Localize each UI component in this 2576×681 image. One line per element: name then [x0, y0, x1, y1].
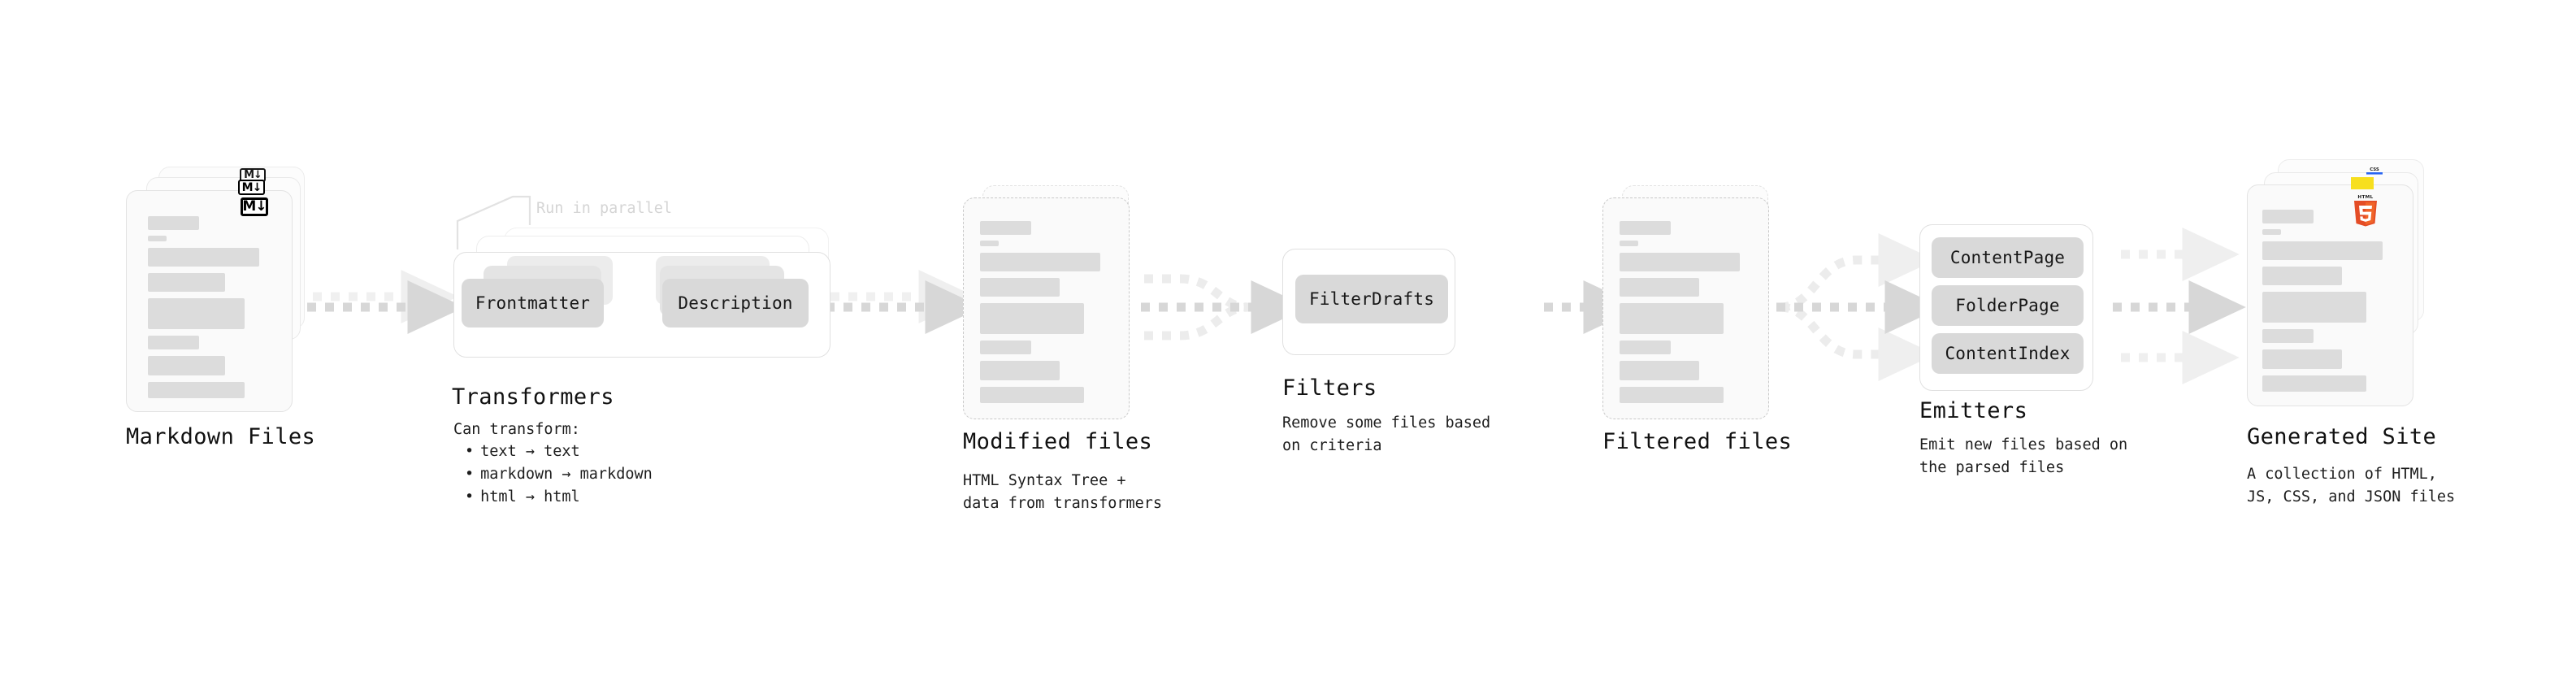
filters-box: FilterDrafts: [1282, 249, 1455, 355]
skeleton-bar: [2262, 375, 2366, 392]
skeleton-bar: [1620, 303, 1724, 334]
generated-site-stack: CSS HTML: [2247, 159, 2450, 427]
markdown-badge-mid: M↓: [238, 180, 265, 195]
arrow-markdown-to-transformers: [307, 270, 465, 334]
skeleton-bar: [2262, 292, 2366, 323]
skeleton-bar: [980, 278, 1060, 297]
svg-text:CSS: CSS: [2370, 167, 2379, 172]
filtered-files-stack: [1602, 185, 1789, 429]
skeleton-bar: [148, 236, 167, 241]
svg-text:HTML: HTML: [2357, 195, 2373, 200]
generated-site-subtitle: A collection of HTML, JS, CSS, and JSON …: [2247, 466, 2456, 506]
skeleton-bar: [2262, 267, 2342, 285]
skeleton-bar: [980, 241, 999, 246]
skeleton-bar: [1620, 387, 1724, 403]
filtered-files-title: Filtered files: [1602, 429, 1793, 454]
filters-subtitle: Remove some files based on criteria: [1282, 414, 1491, 455]
description-pill[interactable]: Description: [662, 279, 809, 327]
transformers-title: Transformers: [452, 384, 614, 410]
js-badge: [2351, 177, 2374, 189]
modified-files-stack: [963, 185, 1150, 429]
skeleton-bar: [148, 356, 225, 375]
filtered-card-front: [1602, 197, 1769, 419]
skeleton-bar: [1620, 340, 1671, 354]
css-badge: CSS: [2366, 163, 2383, 175]
skeleton-bar: [2262, 349, 2342, 369]
list-item: html → html: [465, 486, 653, 509]
contentpage-pill[interactable]: ContentPage: [1932, 237, 2084, 278]
skeleton-bar: [980, 303, 1084, 334]
emitters-title: Emitters: [1919, 398, 2028, 423]
html5-badge-icon: HTML: [2354, 195, 2377, 227]
emitters-box: ContentPage FolderPage ContentIndex: [1919, 224, 2093, 391]
skeleton-bar: [980, 361, 1060, 380]
list-item: markdown → markdown: [465, 463, 653, 486]
css-badge-icon: CSS: [2366, 167, 2383, 175]
skeleton-bar: [148, 216, 199, 230]
skeleton-bar: [148, 382, 245, 398]
html5-badge: HTML: [2351, 193, 2380, 227]
skeleton-bar: [980, 387, 1084, 403]
folderpage-pill[interactable]: FolderPage: [1932, 285, 2084, 326]
markdown-card-front: [126, 190, 293, 412]
filterdrafts-pill[interactable]: FilterDrafts: [1295, 275, 1448, 323]
transformers-transform-list: text → text markdown → markdown html → h…: [465, 440, 653, 509]
skeleton-bar: [148, 298, 245, 329]
modified-files-subtitle: HTML Syntax Tree + data from transformer…: [963, 472, 1163, 513]
modified-files-title: Modified files: [963, 429, 1153, 454]
markdown-files-title: Markdown Files: [126, 424, 316, 449]
transformers-group: Frontmatter Frontmatter Frontmatter Desc…: [439, 203, 845, 366]
filters-title: Filters: [1282, 375, 1377, 401]
skeleton-bar: [1620, 278, 1699, 297]
skeleton-bar: [2262, 210, 2314, 223]
skeleton-bar: [1620, 361, 1699, 380]
arrow-filtered-to-emitters: [1776, 233, 1942, 381]
skeleton-bar: [148, 273, 225, 292]
skeleton-bar: [980, 221, 1031, 235]
skeleton-bar: [1620, 253, 1740, 271]
skeleton-bar: [2262, 329, 2314, 343]
skeleton-bar: [148, 248, 259, 267]
frontmatter-pill[interactable]: Frontmatter: [462, 279, 604, 327]
generated-site-title: Generated Site: [2247, 424, 2437, 449]
skeleton-bar: [980, 253, 1100, 271]
contentindex-pill[interactable]: ContentIndex: [1932, 333, 2084, 374]
skeleton-bar: [980, 340, 1031, 354]
skeleton-bar: [148, 336, 199, 349]
markdown-files-stack: M↓ M↓ M↓: [126, 167, 313, 427]
emitters-subtitle: Emit new files based on the parsed files: [1919, 436, 2128, 477]
transformers-subtitle: Can transform:: [453, 421, 580, 438]
modified-card-front: [963, 197, 1130, 419]
arrow-emitters-to-site: [2113, 228, 2246, 384]
arrow-modified-to-filters: [1141, 274, 1308, 340]
site-card-front: [2247, 184, 2413, 406]
skeleton-bar: [2262, 241, 2383, 260]
skeleton-bar: [1620, 221, 1671, 235]
markdown-badge-front: M↓: [241, 197, 268, 216]
list-item: text → text: [465, 440, 653, 463]
skeleton-bar: [1620, 241, 1638, 246]
run-in-parallel-note: Run in parallel: [536, 200, 673, 217]
skeleton-bar: [2262, 229, 2281, 235]
